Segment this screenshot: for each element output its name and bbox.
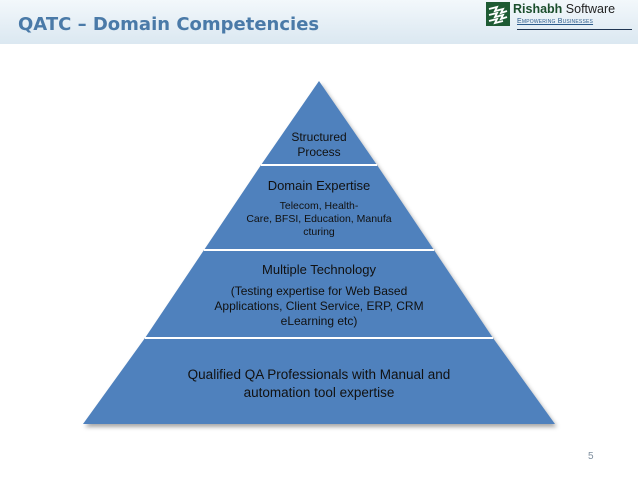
tier-1-label: Structured Process [264,130,374,160]
page-number: 5 [588,451,594,462]
pyramid-tier-3 [145,250,493,338]
tier-4-label: Qualified QA Professionals with Manual a… [150,366,488,401]
tier-2-detail-line1: Telecom, Health- [279,200,359,212]
tier-1-line1: Structured [291,130,347,144]
tier-4-line1: Qualified QA Professionals with Manual a… [187,367,451,382]
pyramid-tier-4 [83,338,555,424]
company-logo: Rishabh Software Empowering Businesses [486,2,634,30]
tier-3-detail-line3: eLearning etc) [280,314,358,328]
logo-suffix: Software [562,2,616,16]
pyramid-tier-1 [261,81,377,165]
tier-1-line2: Process [297,145,341,159]
tier-3-detail: (Testing expertise for Web Based Applica… [196,284,442,329]
logo-mark-icon [486,2,510,26]
slide-title: QATC – Domain Competencies [18,14,320,35]
tier-4-line2: automation tool expertise [243,384,395,400]
header-band [0,0,638,44]
tier-2-heading: Domain Expertise [267,178,371,193]
logo-brand: Rishabh [513,2,563,16]
tier-3-detail-line2: Applications, Client Service, ERP, CRM [214,299,424,313]
logo-underline [517,29,632,30]
tier-3-heading: Multiple Technology [262,262,376,277]
logo-name: Rishabh Software [513,2,615,16]
pyramid-tier-2 [204,165,434,250]
tier-2-detail-line3: cturing [303,226,335,239]
logo-tagline: Empowering Businesses [517,18,594,25]
tier-2-detail-line2: Care, BFSI, Education, Manufa [246,213,392,226]
tier-2-detail: Telecom, Health- Care, BFSI, Education, … [228,200,410,239]
tier-3-detail-line1: (Testing expertise for Web Based [230,284,408,298]
